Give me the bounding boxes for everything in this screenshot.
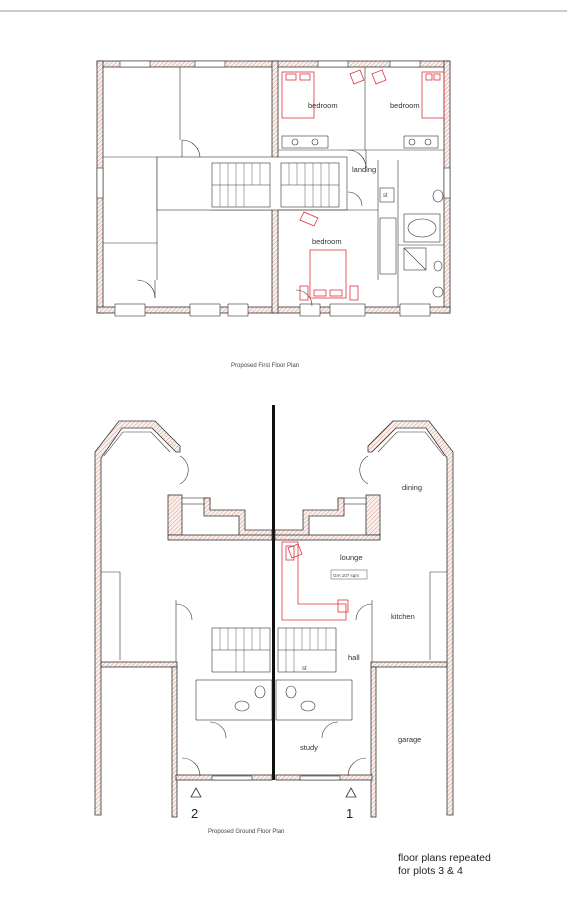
gf-lounge-sofa bbox=[281, 541, 349, 621]
ff-room-label-bedroom-left: bedroom bbox=[308, 101, 338, 110]
gf-garage-right-wall bbox=[370, 661, 448, 668]
ff-room-label-bedroom-right: bedroom bbox=[390, 101, 420, 110]
ff-room-label-landing: landing bbox=[352, 165, 376, 174]
gf-room-label-hall: hall bbox=[348, 653, 360, 662]
gf-plot-number-left: 2 bbox=[191, 806, 198, 821]
ff-bed-left bbox=[281, 69, 365, 119]
first-floor-plan bbox=[96, 60, 451, 317]
gf-room-label-garage: garage bbox=[398, 735, 421, 744]
gf-room-label-study: study bbox=[300, 743, 318, 752]
note-line-2: for plots 3 & 4 bbox=[398, 865, 463, 877]
ff-plan-caption: Proposed First Floor Plan bbox=[231, 363, 299, 369]
gf-plot-number-right: 1 bbox=[346, 806, 353, 821]
ff-bath bbox=[403, 213, 441, 243]
ff-room-label-store: st bbox=[383, 193, 388, 199]
gf-right-bay bbox=[367, 420, 454, 816]
gf-room-label-lounge: lounge bbox=[340, 553, 363, 562]
gf-room-label-store: st bbox=[302, 666, 307, 672]
gf-lounge-area-tag: GIA 107 sqm bbox=[333, 573, 359, 578]
ff-wc bbox=[432, 189, 444, 203]
gf-room-label-kitchen: kitchen bbox=[391, 612, 415, 621]
gf-plot-marker-right bbox=[345, 787, 357, 798]
gf-party-wall bbox=[272, 405, 275, 780]
gf-plot-marker-left bbox=[190, 787, 202, 798]
ff-shower bbox=[403, 247, 427, 271]
gf-room-label-dining: dining bbox=[402, 483, 422, 492]
note-line-1: floor plans repeated bbox=[398, 852, 491, 864]
gf-left-bay bbox=[94, 420, 181, 816]
gf-lounge-tag-box bbox=[330, 569, 368, 580]
ff-room-label-bedroom-lower: bedroom bbox=[312, 237, 342, 246]
ff-bed-lower bbox=[299, 211, 359, 301]
gf-plan-caption: Proposed Ground Floor Plan bbox=[208, 829, 284, 835]
ground-floor-plan bbox=[94, 405, 454, 818]
ff-bed-right bbox=[371, 69, 445, 119]
gf-garage-left-wall bbox=[100, 661, 178, 668]
